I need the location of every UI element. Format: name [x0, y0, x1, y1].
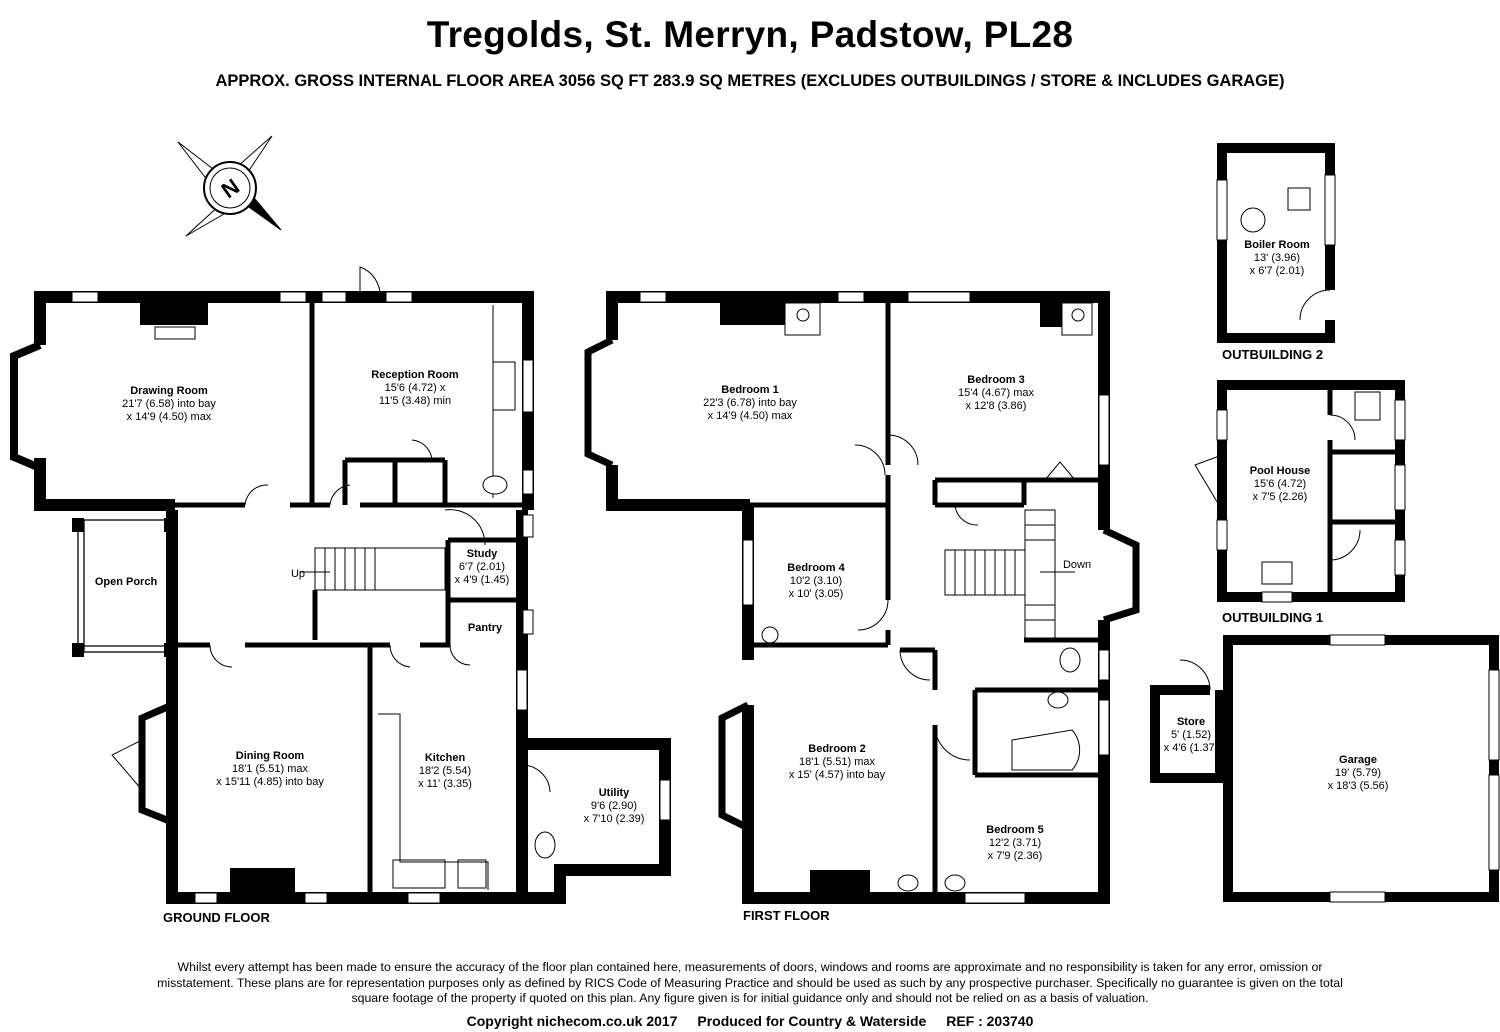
pool-house-dim2: x 7'5 (2.26) [1253, 491, 1308, 503]
produced-for-text: Produced for Country & Waterside [697, 1013, 927, 1029]
bedroom-1-dim1: 22'3 (6.78) into bay [703, 397, 797, 409]
stairs-down-label: Down [1063, 559, 1091, 571]
utility-dim2: x 7'10 (2.39) [584, 813, 645, 825]
pool-house-dim1: 15'6 (4.72) [1254, 478, 1306, 490]
copyright-text: Copyright nichecom.co.uk 2017 [466, 1013, 678, 1029]
dining-room-name: Dining Room [236, 750, 305, 762]
drawing-room-dim2: x 14'9 (4.50) max [127, 411, 212, 423]
stairs-up-label: Up [291, 568, 305, 580]
disclaimer-text: Whilst every attempt has been made to en… [157, 960, 1343, 1005]
bedroom-3-dim2: x 12'8 (3.86) [966, 400, 1027, 412]
kitchen-dim1: 18'2 (5.54) [419, 765, 471, 777]
store-dim2: x 4'6 (1.37) [1164, 742, 1219, 754]
floor-area-subtitle: APPROX. GROSS INTERNAL FLOOR AREA 3056 S… [215, 72, 1285, 90]
bedroom-3-name: Bedroom 3 [967, 374, 1024, 386]
drawing-room-dim1: 21'7 (6.58) into bay [122, 398, 216, 410]
bedroom-1-dim2: x 14'9 (4.50) max [708, 410, 793, 422]
reference-number: REF : 203740 [946, 1013, 1034, 1029]
bedroom-3-dim1: 15'4 (4.67) max [958, 387, 1035, 399]
bedroom-5-dim2: x 7'9 (2.36) [988, 850, 1043, 862]
bedroom-4-dim1: 10'2 (3.10) [790, 575, 842, 587]
bedroom-1-name: Bedroom 1 [721, 384, 778, 396]
reception-room-dim1: 15'6 (4.72) x [385, 382, 446, 394]
boiler-room-dim1: 13' (3.96) [1254, 252, 1300, 264]
garage-dim2: x 18'3 (5.56) [1328, 780, 1389, 792]
kitchen-name: Kitchen [425, 752, 466, 764]
bedroom-4-dim2: x 10' (3.05) [789, 588, 844, 600]
ground-floor-label: GROUND FLOOR [163, 910, 270, 925]
first-floor-label: FIRST FLOOR [743, 908, 830, 923]
dining-room-dim2: x 15'11 (4.85) into bay [216, 776, 324, 788]
bedroom-2-dim1: 18'1 (5.51) max [799, 756, 876, 768]
reception-room-name: Reception Room [371, 369, 459, 381]
reception-room-dim2: 11'5 (3.48) min [379, 395, 451, 407]
drawing-room-name: Drawing Room [130, 385, 208, 397]
bedroom-5-name: Bedroom 5 [986, 824, 1043, 836]
bedroom-2-name: Bedroom 2 [808, 743, 865, 755]
outbuilding-2-label: OUTBUILDING 2 [1222, 347, 1323, 362]
study-name: Study [467, 548, 498, 560]
utility-dim1: 9'6 (2.90) [591, 800, 637, 812]
garage-name: Garage [1339, 754, 1377, 766]
store-dim1: 5' (1.52) [1171, 729, 1211, 741]
compass-icon: N [177, 135, 282, 237]
garage-dim1: 19' (5.79) [1335, 767, 1381, 779]
study-dim1: 6'7 (2.01) [459, 561, 505, 573]
store-name: Store [1177, 716, 1205, 728]
boiler-room-name: Boiler Room [1244, 239, 1310, 251]
kitchen-dim2: x 11' (3.35) [418, 778, 472, 790]
bedroom-2-dim2: x 15' (4.57) into bay [789, 769, 886, 781]
pantry-name: Pantry [468, 622, 503, 634]
boiler-room-dim2: x 6'7 (2.01) [1250, 265, 1305, 277]
study-dim2: x 4'9 (1.45) [455, 574, 510, 586]
bedroom-4-name: Bedroom 4 [787, 562, 845, 574]
bedroom-5-dim1: 12'2 (3.71) [989, 837, 1041, 849]
dining-room-dim1: 18'1 (5.51) max [232, 763, 309, 775]
open-porch-name: Open Porch [95, 576, 158, 588]
ground-floor-outline [10, 291, 671, 904]
utility-name: Utility [599, 787, 630, 799]
plan-title: Tregolds, St. Merryn, Padstow, PL28 [426, 14, 1074, 55]
copyright-line: Copyright nichecom.co.uk 2017 Produced f… [0, 1013, 1500, 1029]
outbuilding-1-label: OUTBUILDING 1 [1222, 610, 1323, 625]
pool-house-name: Pool House [1250, 465, 1311, 477]
